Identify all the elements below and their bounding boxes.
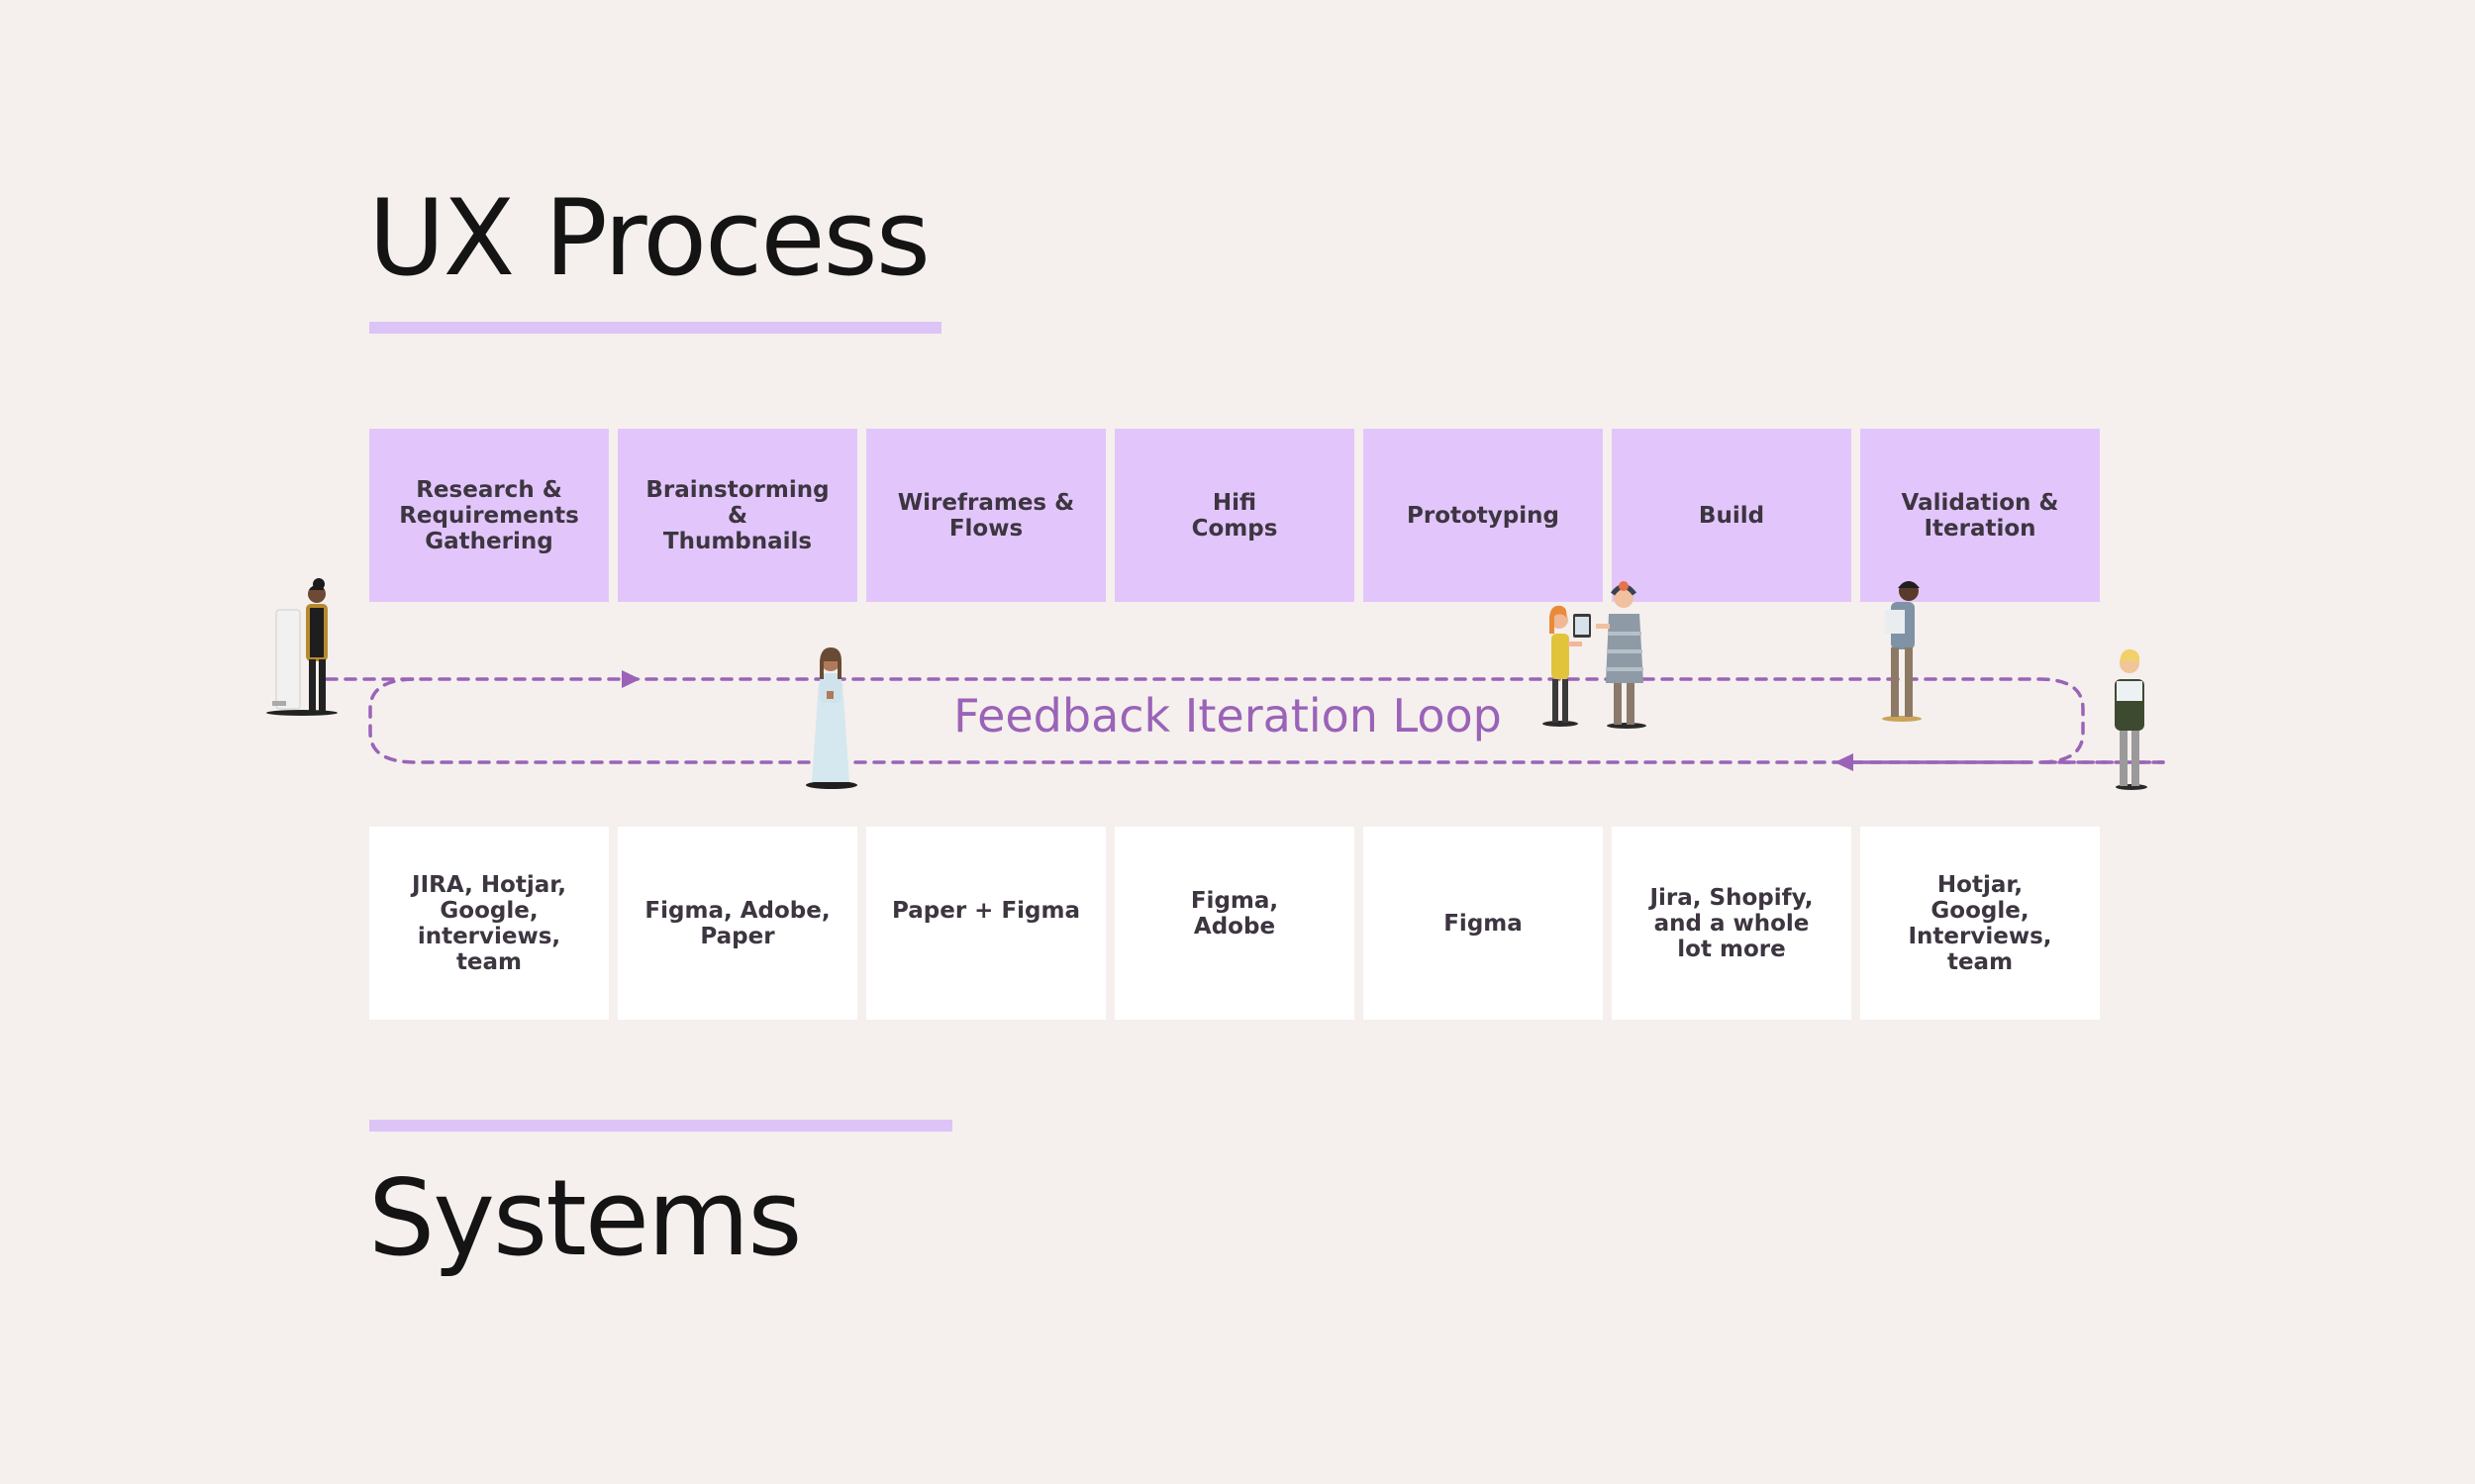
tool-label: Figma (1443, 910, 1523, 937)
step-box-research: Research & Requirements Gathering (369, 429, 609, 602)
section-underline (369, 1120, 952, 1132)
step-label: Hifi Comps (1191, 489, 1278, 542)
person-with-tablet-icon (1542, 605, 1591, 727)
tool-box-hifi-comps: Figma, Adobe (1115, 827, 1354, 1020)
tool-label: Jira, Shopify, and a whole lot more (1649, 884, 1814, 962)
step-box-hifi-comps: Hifi Comps (1115, 429, 1354, 602)
tool-box-brainstorming: Figma, Adobe, Paper (618, 827, 857, 1020)
page-title: UX Process (368, 177, 931, 299)
person-with-board-icon (266, 578, 338, 716)
person-with-paper-icon (1882, 581, 1922, 722)
step-box-validation: Validation & Iteration (1860, 429, 2100, 602)
arrow-right-icon (622, 670, 641, 688)
tool-label: Hotjar, Google, Interviews, team (1908, 871, 2052, 975)
section-title-systems: Systems (368, 1157, 802, 1279)
tool-label: Figma, Adobe (1190, 887, 1279, 940)
feedback-loop-path (325, 677, 2165, 764)
step-box-build: Build (1612, 429, 1851, 602)
tool-box-validation: Hotjar, Google, Interviews, team (1860, 827, 2100, 1020)
tool-box-build: Jira, Shopify, and a whole lot more (1612, 827, 1851, 1020)
tool-label: Paper + Figma (892, 897, 1080, 924)
person-with-headphones-icon (1596, 581, 1646, 729)
tool-box-prototyping: Figma (1363, 827, 1603, 1020)
person-standing-icon (806, 647, 857, 789)
step-label: Brainstorming & Thumbnails (645, 476, 830, 554)
feedback-loop-label: Feedback Iteration Loop (953, 689, 1502, 742)
step-label: Validation & Iteration (1901, 489, 2059, 542)
step-label: Build (1698, 502, 1765, 529)
step-label: Wireframes & Flows (897, 489, 1075, 542)
step-label: Prototyping (1407, 502, 1559, 529)
person-reading-icon (2115, 648, 2147, 790)
tool-label: JIRA, Hotjar, Google, interviews, team (412, 871, 566, 975)
step-box-brainstorming: Brainstorming & Thumbnails (618, 429, 857, 602)
tool-box-research: JIRA, Hotjar, Google, interviews, team (369, 827, 609, 1020)
arrow-left-icon (1834, 753, 1853, 771)
title-underline (369, 322, 941, 334)
step-label: Research & Requirements Gathering (399, 476, 579, 554)
step-box-wireframes: Wireframes & Flows (866, 429, 1106, 602)
step-box-prototyping: Prototyping (1363, 429, 1603, 602)
tool-box-wireframes: Paper + Figma (866, 827, 1106, 1020)
tool-label: Figma, Adobe, Paper (644, 897, 831, 949)
